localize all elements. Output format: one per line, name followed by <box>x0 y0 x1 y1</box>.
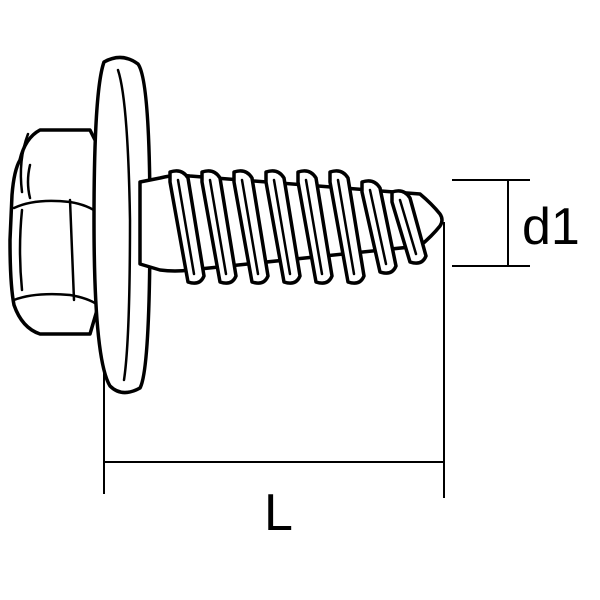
thread-highlight <box>368 188 388 266</box>
hex-head <box>8 128 102 336</box>
thread-highlight <box>176 178 196 276</box>
thread-highlight <box>208 178 228 276</box>
thread-highlight <box>398 198 418 256</box>
dimension-lines <box>103 179 530 498</box>
thread-highlight <box>272 178 292 276</box>
length-label: L <box>264 484 293 542</box>
washer-flange <box>92 55 152 395</box>
thread-crests <box>168 169 428 285</box>
thread-highlight <box>304 178 324 276</box>
threaded-shank <box>138 169 444 285</box>
diameter-label: d1 <box>522 198 580 256</box>
thread-highlight <box>240 178 260 276</box>
thread-highlight <box>336 178 356 276</box>
